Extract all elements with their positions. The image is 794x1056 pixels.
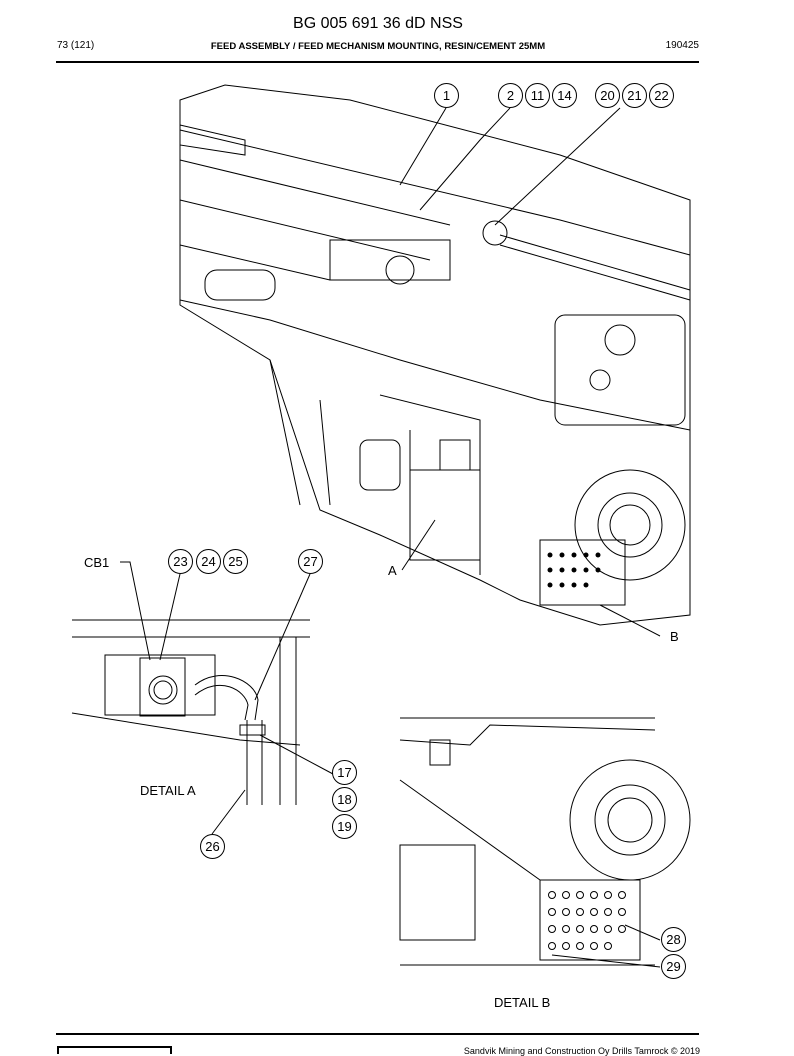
sandvik-logo (57, 1046, 172, 1054)
callout-18: 18 (332, 787, 357, 812)
label-cb1: CB1 (84, 555, 110, 570)
page-number: 73 (121) (57, 40, 95, 51)
callout-23: 23 (168, 549, 193, 574)
callout-28: 28 (661, 927, 686, 952)
document-code: BG 005 691 36 dD NSS (293, 15, 463, 32)
feed-beam-outline (179, 84, 691, 626)
callout-2: 2 (498, 83, 523, 108)
callout-26: 26 (200, 834, 225, 859)
detail-a-caption: DETAIL A (140, 783, 196, 798)
footer-rule (56, 1033, 699, 1035)
section-title: FEED ASSEMBLY / FEED MECHANISM MOUNTING,… (210, 41, 546, 52)
revision-date: 190425 (665, 40, 699, 51)
copyright-text: Sandvik Mining and Construction Oy Drill… (463, 1046, 700, 1056)
label-a: A (388, 563, 397, 578)
callout-19: 19 (332, 814, 357, 839)
callout-24: 24 (196, 549, 221, 574)
callout-11: 11 (525, 83, 550, 108)
callout-25: 25 (223, 549, 248, 574)
callout-29: 29 (661, 954, 686, 979)
callout-22: 22 (649, 83, 674, 108)
detail-b-caption: DETAIL B (494, 995, 551, 1010)
callout-20: 20 (595, 83, 620, 108)
callout-1: 1 (434, 83, 459, 108)
callout-27: 27 (298, 549, 323, 574)
label-b: B (670, 629, 679, 644)
header-rule (56, 61, 699, 63)
callout-14: 14 (552, 83, 577, 108)
callout-17: 17 (332, 760, 357, 785)
callout-21: 21 (622, 83, 647, 108)
